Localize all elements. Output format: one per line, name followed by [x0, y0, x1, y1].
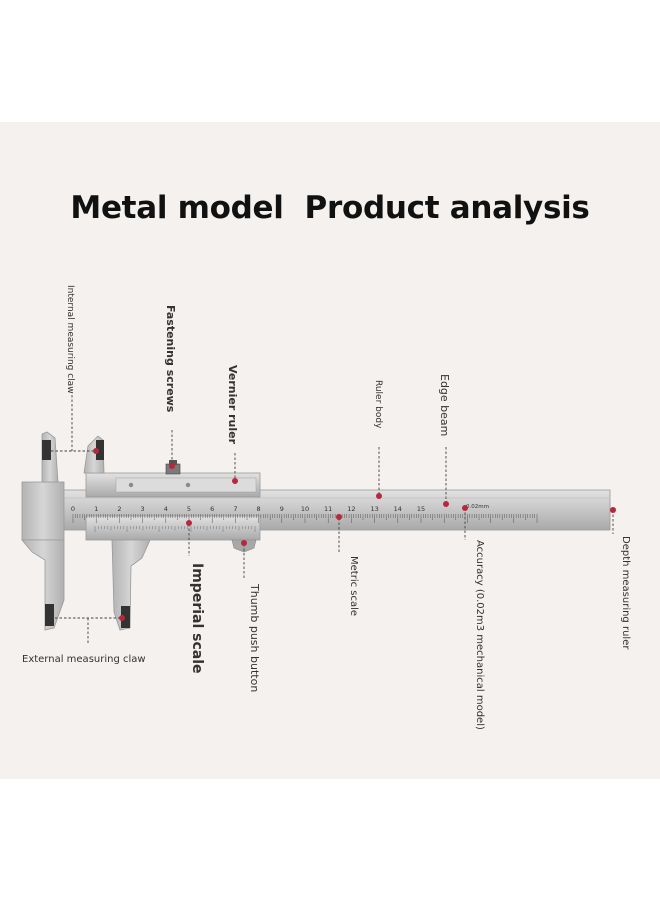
scale-number: 6: [210, 505, 214, 513]
metric-scale-ticks: [72, 514, 538, 523]
imperial-scale-ticks: [94, 526, 256, 532]
fixed-jaw-block: [21, 481, 65, 541]
leader-lines: [51, 395, 614, 645]
scale-number: 9: [280, 505, 284, 513]
metric-scale-label: Metric scale: [348, 556, 359, 617]
scale-number: 3: [141, 505, 145, 513]
vernier-ruler-label: Vernier ruler: [226, 365, 239, 445]
scale-number: 11: [324, 505, 332, 513]
scale-number: 7: [233, 505, 237, 513]
scale-number: 14: [394, 505, 402, 513]
scale-number: 15: [417, 505, 425, 513]
accuracy-label: Accuracy (0.02m3 mechanical model): [474, 540, 485, 730]
scale-number: 1: [94, 505, 98, 513]
scale-number: 8: [257, 505, 261, 513]
internal-claw-label: Internal measuring claw: [65, 285, 75, 394]
fastening-screws-label: Fastening screws: [164, 305, 177, 413]
precision-mark: 0.02mm: [466, 504, 489, 510]
scale-number: 13: [370, 505, 378, 513]
fastening-screw-head: [169, 460, 177, 465]
background-panel: [0, 122, 660, 779]
fixed-internal-claw-tip: [42, 440, 51, 460]
page-title: Metal model Product analysis: [70, 190, 590, 226]
scale-number: 4: [164, 505, 168, 513]
scale-number: 0: [71, 505, 75, 513]
thumb-button-label: Thumb push button: [248, 584, 261, 693]
scale-number: 12: [347, 505, 355, 513]
rivet: [185, 482, 191, 488]
scale-number: 10: [301, 505, 309, 513]
scale-number: 2: [117, 505, 121, 513]
marker-dots: [93, 448, 616, 621]
moving-external-claw: [111, 539, 151, 631]
external-claw-label: External measuring claw: [22, 654, 146, 665]
vernier-plate: [85, 515, 261, 541]
moving-internal-claw-tip: [96, 440, 104, 460]
fixed-external-claw-tip: [45, 604, 54, 626]
moving-external-claw-tip: [121, 606, 130, 628]
ruler-body-label: Ruler body: [373, 380, 383, 429]
scale-number: 5: [187, 505, 191, 513]
depth-ruler-label: Depth measuring ruler: [620, 536, 631, 650]
edge-beam-label: Edge beam: [438, 374, 451, 437]
fixed-external-claw: [21, 539, 65, 631]
rivet: [128, 482, 134, 488]
imperial-scale-label: Imperial scale: [189, 563, 205, 674]
